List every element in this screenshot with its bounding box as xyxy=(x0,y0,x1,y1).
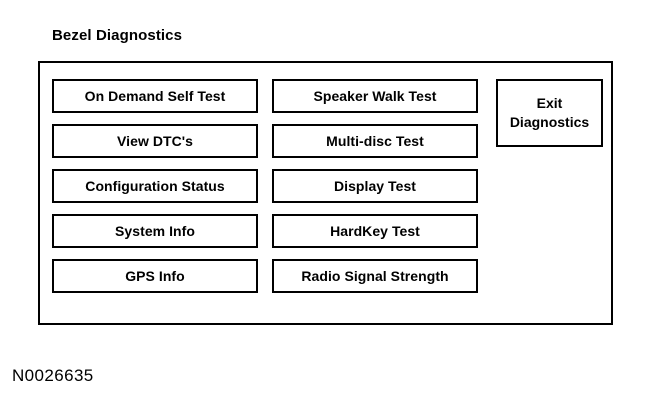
view-dtcs-button[interactable]: View DTC's xyxy=(52,124,258,158)
radio-signal-strength-button[interactable]: Radio Signal Strength xyxy=(272,259,478,293)
on-demand-self-test-button[interactable]: On Demand Self Test xyxy=(52,79,258,113)
hardkey-test-button[interactable]: HardKey Test xyxy=(272,214,478,248)
configuration-status-label: Configuration Status xyxy=(85,177,225,194)
display-test-button[interactable]: Display Test xyxy=(272,169,478,203)
left-button-column: On Demand Self Test View DTC's Configura… xyxy=(52,79,258,293)
view-dtcs-label: View DTC's xyxy=(117,132,193,149)
system-info-label: System Info xyxy=(115,222,195,239)
multi-disc-test-button[interactable]: Multi-disc Test xyxy=(272,124,478,158)
display-test-label: Display Test xyxy=(333,177,417,194)
exit-diagnostics-label-line1: Exit xyxy=(536,95,563,111)
gps-info-label: GPS Info xyxy=(125,267,185,284)
hardkey-test-label: HardKey Test xyxy=(330,222,420,239)
configuration-status-button[interactable]: Configuration Status xyxy=(52,169,258,203)
figure-reference-code: N0026635 xyxy=(12,366,94,385)
right-button-column: Speaker Walk Test Multi-disc Test Displa… xyxy=(272,79,478,293)
speaker-walk-test-label: Speaker Walk Test xyxy=(313,87,437,104)
speaker-walk-test-button[interactable]: Speaker Walk Test xyxy=(272,79,478,113)
on-demand-self-test-label: On Demand Self Test xyxy=(84,87,226,104)
page-title: Bezel Diagnostics xyxy=(52,27,183,44)
system-info-button[interactable]: System Info xyxy=(52,214,258,248)
exit-diagnostics-button[interactable]: Exit Diagnostics xyxy=(496,79,603,147)
exit-diagnostics-label-line2: Diagnostics xyxy=(509,114,590,130)
gps-info-button[interactable]: GPS Info xyxy=(52,259,258,293)
multi-disc-test-label: Multi-disc Test xyxy=(326,132,424,149)
diagnostics-panel: On Demand Self Test View DTC's Configura… xyxy=(38,61,613,325)
radio-signal-strength-label: Radio Signal Strength xyxy=(301,267,449,284)
